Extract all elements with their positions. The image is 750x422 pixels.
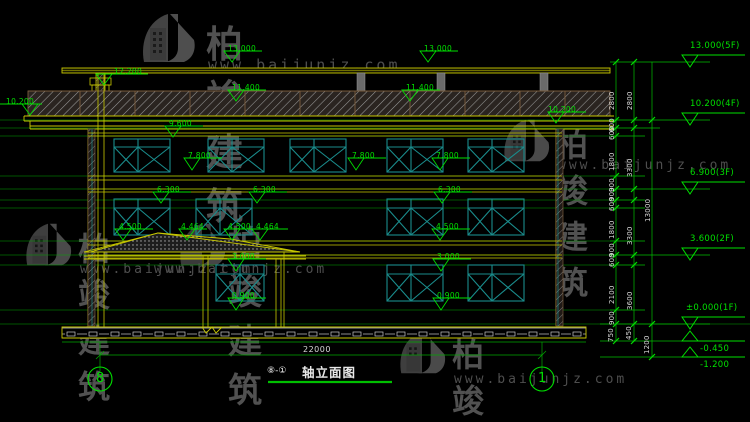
window-row-2f bbox=[215, 264, 525, 302]
parapet-band bbox=[23, 90, 614, 130]
level-guide-lines bbox=[0, 119, 750, 325]
upper-roof-slab bbox=[61, 67, 611, 74]
right-elevation-symbols bbox=[680, 54, 745, 358]
left-rib-line bbox=[91, 129, 559, 326]
porch-columns bbox=[202, 252, 285, 330]
end-pilasters bbox=[87, 128, 564, 327]
elevation-symbols bbox=[0, 50, 586, 311]
ground-plinth bbox=[61, 326, 587, 343]
sloped-canopy bbox=[83, 232, 306, 260]
building-envelope bbox=[87, 129, 563, 326]
axis-bubble-left bbox=[87, 366, 113, 392]
downspout bbox=[97, 73, 105, 330]
dimension-ticks bbox=[612, 58, 656, 361]
window-row-4f bbox=[113, 138, 525, 173]
axis-bubbles[interactable] bbox=[87, 366, 555, 392]
right-dimension-grid bbox=[600, 61, 710, 358]
axis-bubble-right bbox=[529, 366, 555, 392]
overall-width-dimension bbox=[95, 342, 547, 372]
window-row-3f bbox=[113, 198, 525, 236]
